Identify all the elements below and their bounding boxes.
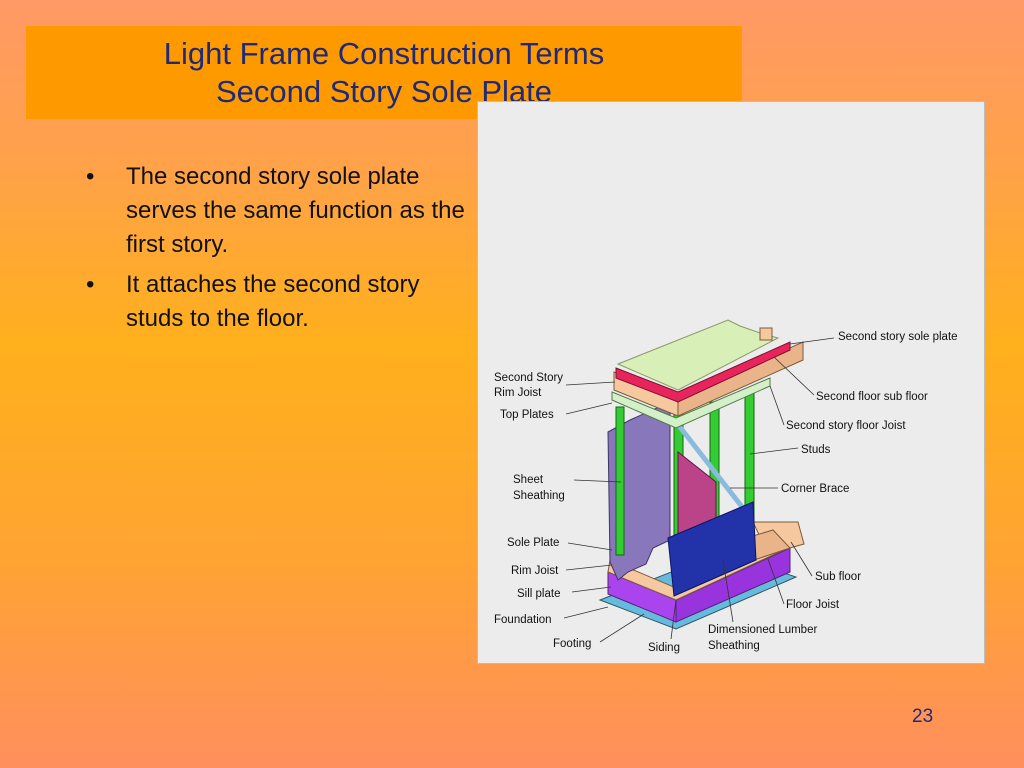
- label-sub-floor: Sub floor: [815, 571, 861, 583]
- label-sill-plate: Sill plate: [517, 588, 560, 600]
- label-second-story-floor-joist: Second story floor Joist: [786, 420, 906, 432]
- label-sheet-sheathing-2: Sheathing: [513, 490, 565, 502]
- label-studs: Studs: [801, 444, 831, 456]
- corner-brace-shape: [674, 420, 748, 514]
- label-sheet-sheathing-1: Sheet: [513, 474, 544, 486]
- label-dimensioned-lumber-2: Sheathing: [708, 640, 760, 652]
- bullet-text: The second story sole plate serves the s…: [126, 163, 465, 258]
- bullet-item: • It attaches the second story studs to t…: [86, 268, 466, 336]
- label-siding: Siding: [648, 642, 680, 654]
- label-foundation: Foundation: [494, 614, 552, 626]
- label-dimensioned-lumber-1: Dimensioned Lumber: [708, 624, 817, 636]
- label-second-story-rim-joist-2: Rim Joist: [494, 387, 542, 399]
- construction-diagram: Second story sole plate Second Story Rim…: [477, 101, 985, 664]
- bullet-item: • The second story sole plate serves the …: [86, 160, 466, 262]
- second-sole-plate-shape: [615, 341, 791, 403]
- foundation-side-shape: [675, 547, 791, 623]
- bullet-dot: •: [86, 163, 95, 190]
- stud-shape: [615, 406, 625, 556]
- construction-diagram-svg: Second story sole plate Second Story Rim…: [494, 319, 958, 654]
- leader-lines: [563, 337, 835, 643]
- label-second-floor-sub-floor: Second floor sub floor: [816, 391, 928, 403]
- title-box: Light Frame Construction Terms Second St…: [26, 26, 742, 119]
- label-floor-joist: Floor Joist: [786, 599, 840, 611]
- bullet-dot: •: [86, 271, 95, 298]
- label-top-plates: Top Plates: [500, 409, 554, 421]
- slide-title-line1: Light Frame Construction Terms: [163, 35, 605, 71]
- bullet-text: It attaches the second story studs to th…: [126, 271, 420, 332]
- label-second-story-rim-joist-1: Second Story: [494, 372, 563, 384]
- bullet-list: • The second story sole plate serves the …: [86, 160, 466, 342]
- label-sole-plate: Sole Plate: [507, 537, 559, 549]
- siding-shape: [667, 501, 757, 597]
- label-rim-joist: Rim Joist: [511, 565, 559, 577]
- label-footing: Footing: [553, 638, 591, 650]
- label-second-story-sole-plate: Second story sole plate: [838, 331, 958, 343]
- page-number: 23: [912, 706, 934, 727]
- upper-lumber-end-shape: [759, 327, 773, 341]
- label-corner-brace: Corner Brace: [781, 483, 849, 495]
